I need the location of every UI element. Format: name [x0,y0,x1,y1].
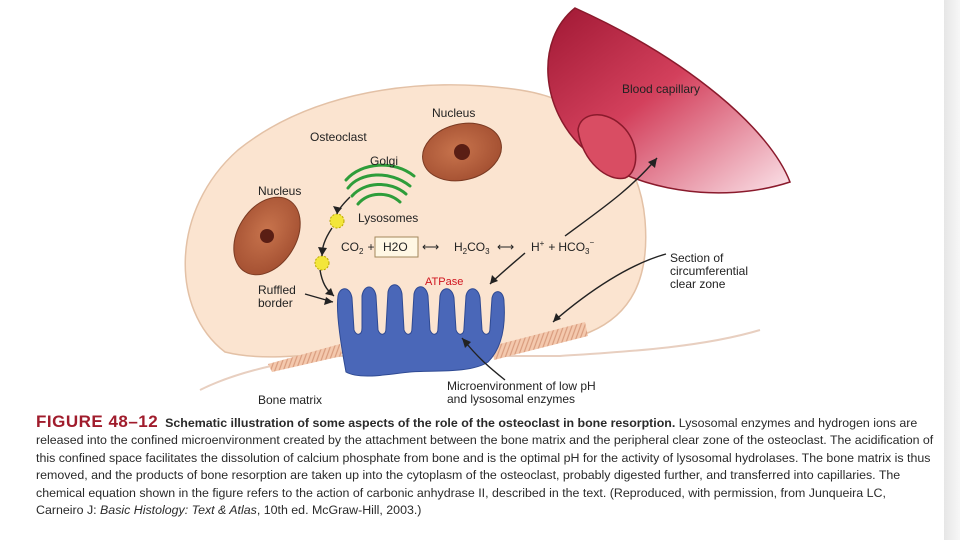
label-golgi: Golgi [370,154,398,168]
eq-h2co3-sub2: 3 [485,247,490,256]
label-section-2: circumferential [670,264,748,278]
right-edge-strip [944,0,960,540]
label-nucleus-left: Nucleus [258,184,301,198]
h2o-box [374,236,419,258]
ruffled-border [337,284,505,377]
eq-hplus-sup: + [540,239,545,248]
label-section-3: clear zone [670,277,726,291]
label-section-1: Section of [670,251,724,265]
eq-arrow-1: ⟷ [422,240,439,254]
capillary-cell [577,114,637,180]
eq-atpase: ATPase [425,276,463,288]
label-microenv-2: and lysosomal enzymes [447,392,575,406]
eq-h2o: H2O [383,240,408,254]
label-lysosomes: Lysosomes [358,211,418,225]
eq-co2: CO [341,240,359,254]
lysosome-bottom [314,255,330,271]
caption-suffix: , 10th ed. McGraw-Hill, 2003.) [256,503,422,518]
eq-co2-sub: 2 [359,247,364,256]
nucleus-left [233,196,301,276]
label-osteoclast: Osteoclast [310,130,367,144]
lysosome-top [329,213,345,229]
svg-text:H++HCO3−: H++HCO3− [531,238,594,256]
label-ruffled-border-2: border [258,296,293,310]
label-blood-capillary: Blood capillary [622,82,700,96]
eq-h2co3-co: CO [467,240,485,254]
clear-zone-left [268,344,342,372]
figure-number: FIGURE 48–12 [36,412,159,431]
nucleus-top [422,122,502,182]
eq-plus-2: + [548,240,555,254]
eq-hco3-sub: 3 [585,247,590,256]
golgi-apparatus [344,163,416,206]
svg-text:H2CO3: H2CO3 [454,240,490,256]
arrow-heads [318,158,657,348]
eq-hplus: H [531,240,540,254]
label-bone-matrix: Bone matrix [258,393,322,407]
bone-matrix-surface [199,329,761,391]
caption-book-title: Basic Histology: Text & Atlas [100,503,257,518]
eq-hco3-sup: − [589,238,594,247]
figure-caption: FIGURE 48–12 Schematic illustration of s… [36,413,936,519]
eq-h2co3-sub1: 2 [463,247,468,256]
clear-zone-right [492,322,588,360]
eq-plus-1: + [367,240,374,254]
svg-text:CO2+: CO2+ [341,240,374,256]
figure-title: Schematic illustration of some aspects o… [165,416,676,430]
label-nucleus-top: Nucleus [432,106,475,120]
eq-hco3: HCO [558,240,585,254]
label-microenv-1: Microenvironment of low pH [447,379,596,393]
chemical-equation: CO2+ H2O ⟷ H2CO3 ⟷ H++HCO3− ATPase [341,236,594,288]
eq-arrow-2: ⟷ [497,240,514,254]
caption-body: Lysosomal enzymes and hydrogen ions are … [36,416,934,518]
label-ruffled-border-1: Ruffled [258,283,296,297]
eq-h2co3-h: H [454,240,463,254]
